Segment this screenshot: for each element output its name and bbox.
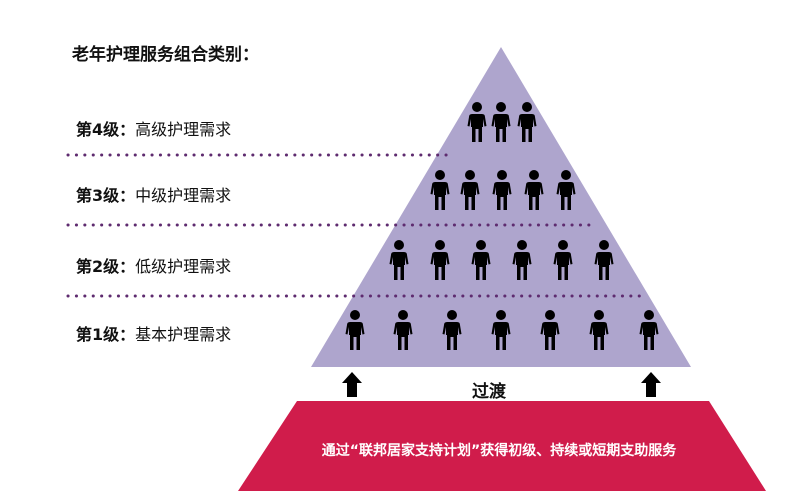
- level-2-number: 第2级: [76, 257, 120, 276]
- level-1-label: 第1级：基本护理需求: [76, 321, 231, 345]
- person-icon: [491, 102, 511, 142]
- person-icon: [556, 170, 576, 210]
- level-3-desc: 中级护理需求: [135, 186, 232, 205]
- pyramid-shape: [311, 47, 691, 367]
- level-1-number: 第1级: [76, 325, 120, 344]
- person-icon: [389, 240, 409, 280]
- person-icon: [639, 310, 659, 350]
- level-2-label: 第2级：低级护理需求: [76, 253, 231, 277]
- level-3-label: 第3级：中级护理需求: [76, 182, 231, 206]
- transition-arrows: [342, 372, 661, 397]
- arrow-up-icon: [342, 372, 362, 397]
- person-icon: [512, 240, 532, 280]
- person-icon: [491, 310, 511, 350]
- level-1-desc: 基本护理需求: [135, 325, 232, 344]
- diagram-title: 老年护理服务组合类别：: [72, 45, 259, 65]
- base-text: 通过“联邦居家支持计划”获得初级、持续或短期支助服务: [321, 443, 677, 459]
- person-icon: [467, 102, 487, 142]
- level-1-colon: ：: [119, 325, 136, 344]
- person-icon: [589, 310, 609, 350]
- level-2-colon: ：: [119, 257, 136, 276]
- person-icon: [393, 310, 413, 350]
- base-trapezoid: [238, 401, 766, 491]
- person-icon: [442, 310, 462, 350]
- level-4-desc: 高级护理需求: [135, 120, 232, 139]
- person-icon: [430, 240, 450, 280]
- people-icons: [345, 102, 659, 350]
- person-icon: [492, 170, 512, 210]
- person-icon: [553, 240, 573, 280]
- person-icon: [517, 102, 537, 142]
- person-icon: [524, 170, 544, 210]
- arrow-up-icon: [641, 372, 661, 397]
- level-4-colon: ：: [119, 120, 136, 139]
- person-icon: [594, 240, 614, 280]
- person-icon: [430, 170, 450, 210]
- person-icon: [540, 310, 560, 350]
- level-4-number: 第4级: [76, 120, 120, 139]
- person-icon: [471, 240, 491, 280]
- transition-label: 过渡: [472, 382, 506, 402]
- level-4-label: 第4级：高级护理需求: [76, 116, 231, 140]
- person-icon: [460, 170, 480, 210]
- level-2-desc: 低级护理需求: [135, 257, 232, 276]
- level-3-number: 第3级: [76, 186, 120, 205]
- person-icon: [345, 310, 365, 350]
- level-3-colon: ：: [119, 186, 136, 205]
- level-separators: [66, 153, 648, 298]
